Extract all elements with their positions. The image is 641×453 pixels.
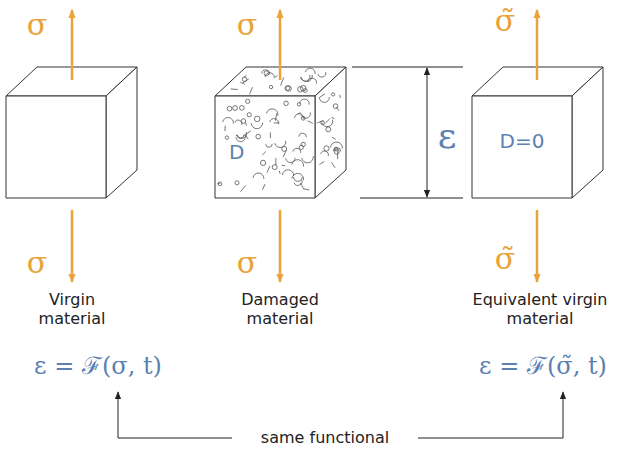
- caption: Damaged material: [232, 290, 328, 328]
- cube-face: D=0: [472, 96, 572, 198]
- damage-variable: D=0: [500, 129, 545, 153]
- bracket-label: same functional: [235, 428, 415, 447]
- stress-symbol: σ: [17, 248, 57, 278]
- stress-symbol: σ: [227, 10, 267, 40]
- load-arrows: [72, 10, 537, 282]
- effective-stress-symbol: σ̃: [485, 6, 525, 36]
- virgin-cube: [6, 67, 137, 198]
- stress-symbol: σ: [17, 10, 57, 40]
- constitutive-equation: ε = ℱ(σ̃, t): [448, 352, 638, 381]
- damaged-cube: [215, 67, 346, 198]
- caption: Virgin material: [27, 290, 117, 328]
- damage-texture: [217, 68, 342, 191]
- equivalent-cube: [472, 67, 603, 198]
- caption: Equivalent virgin material: [460, 290, 620, 328]
- stress-symbol: σ: [227, 248, 267, 278]
- cube-face: D: [215, 96, 315, 198]
- effective-stress-symbol: σ̃: [485, 244, 525, 274]
- damage-variable: D: [229, 140, 244, 164]
- strain-symbol: ε: [427, 118, 467, 154]
- constitutive-equation: ε = ℱ(σ, t): [3, 352, 193, 381]
